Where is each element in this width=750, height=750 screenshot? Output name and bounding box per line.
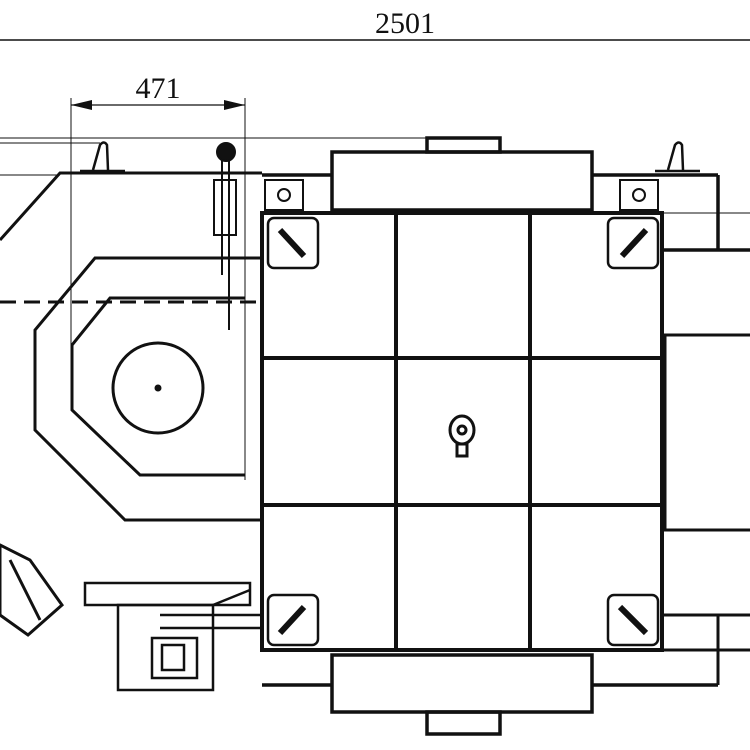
left-housing <box>0 171 262 522</box>
worktable-grid <box>260 211 664 652</box>
dimension-offset-label: 471 <box>136 72 181 105</box>
eyebolt-icon <box>448 414 476 458</box>
motor-icon <box>0 543 65 637</box>
bottom-left-mechanism <box>83 581 262 692</box>
bottom-block <box>262 653 718 736</box>
corner-clamp-icon <box>266 216 660 647</box>
reference-lines <box>0 137 750 214</box>
bearing-icon <box>264 179 659 211</box>
right-side-unit <box>662 333 750 685</box>
lifting-lug-icon <box>80 141 700 173</box>
dimension-overall-label: 2501 <box>375 7 435 40</box>
dimension-offset: 471 <box>70 72 246 480</box>
dimension-overall: 2501 <box>0 7 750 41</box>
top-block <box>262 136 750 252</box>
lever-handle-icon <box>213 142 237 330</box>
